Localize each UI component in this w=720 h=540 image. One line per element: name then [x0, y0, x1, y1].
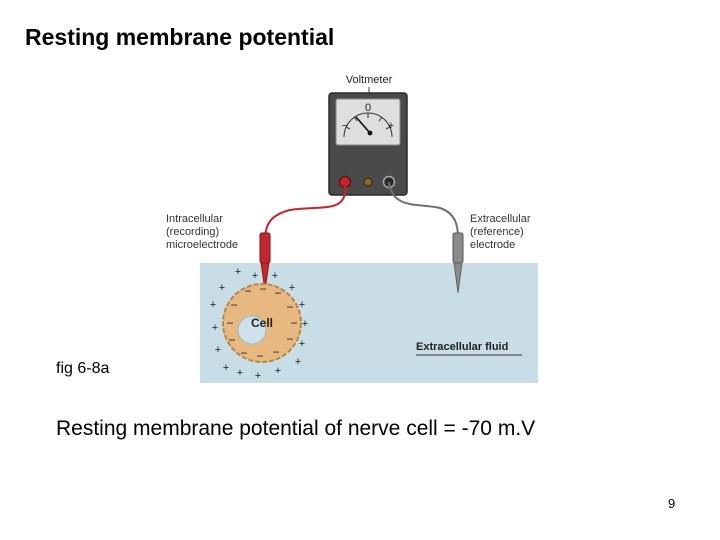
- cell-nucleus: [237, 315, 267, 345]
- svg-text:+: +: [289, 282, 295, 294]
- slide-title: Resting membrane potential: [25, 24, 335, 50]
- nerve-cell: Cell: [222, 283, 302, 363]
- svg-text:−: −: [274, 286, 281, 300]
- svg-text:−: −: [286, 300, 293, 314]
- svg-text:+: +: [237, 367, 243, 379]
- potential-statement: Resting membrane potential of nerve cell…: [56, 417, 536, 440]
- extracellular-label-line-3: electrode: [470, 239, 515, 251]
- svg-text:+: +: [255, 370, 261, 382]
- dial-minus-label: −: [342, 120, 348, 132]
- svg-text:+: +: [212, 322, 218, 334]
- intracellular-label-line-2: (recording): [166, 226, 219, 238]
- svg-text:+: +: [252, 270, 258, 282]
- page-number: 9: [668, 496, 676, 511]
- membrane-potential-figure: Voltmeter 0 − +: [160, 65, 545, 385]
- dial-plus-label: +: [388, 120, 394, 132]
- extracellular-reference-electrode: [452, 232, 464, 294]
- middle-terminal: [363, 177, 373, 187]
- svg-text:−: −: [228, 333, 235, 347]
- extracellular-label-line-2: (reference): [470, 226, 524, 238]
- svg-text:−: −: [226, 316, 233, 330]
- gray-wire: [388, 181, 459, 238]
- cell-label: Cell: [251, 316, 273, 330]
- dial-zero-label: 0: [365, 102, 371, 114]
- red-wire: [264, 181, 347, 241]
- svg-text:−: −: [259, 282, 266, 296]
- svg-text:+: +: [295, 356, 301, 368]
- svg-text:+: +: [210, 299, 216, 311]
- intracellular-microelectrode: [259, 232, 271, 292]
- inner-negative-charges: −−− −− −− −− −−−: [226, 282, 297, 363]
- svg-text:−: −: [244, 284, 251, 298]
- svg-text:+: +: [235, 266, 241, 278]
- intracellular-label-line-1: Intracellular: [166, 213, 223, 225]
- svg-text:−: −: [256, 349, 263, 363]
- svg-text:−: −: [230, 298, 237, 312]
- svg-text:+: +: [299, 299, 305, 311]
- svg-text:−: −: [286, 332, 293, 346]
- voltmeter-label: Voltmeter: [346, 74, 393, 86]
- extracellular-fluid-label: Extracellular fluid: [416, 341, 508, 353]
- svg-text:−: −: [240, 346, 247, 360]
- voltmeter-needle: [355, 116, 371, 134]
- svg-text:+: +: [215, 344, 221, 356]
- figure-svg: Voltmeter 0 − +: [166, 74, 538, 383]
- svg-text:+: +: [299, 338, 305, 350]
- figure-caption: fig 6-8a: [56, 360, 110, 377]
- svg-text:+: +: [219, 282, 225, 294]
- svg-text:−: −: [290, 316, 297, 330]
- svg-text:+: +: [223, 362, 229, 374]
- svg-text:+: +: [272, 270, 278, 282]
- voltmeter: 0 − +: [328, 92, 408, 196]
- intracellular-label-line-3: microelectrode: [166, 239, 238, 251]
- svg-text:−: −: [272, 345, 279, 359]
- extracellular-label-line-1: Extracellular: [470, 213, 531, 225]
- outer-positive-charges: +++ ++ ++ ++ ++ ++ +++: [210, 266, 308, 382]
- svg-text:+: +: [302, 318, 308, 330]
- svg-text:+: +: [275, 365, 281, 377]
